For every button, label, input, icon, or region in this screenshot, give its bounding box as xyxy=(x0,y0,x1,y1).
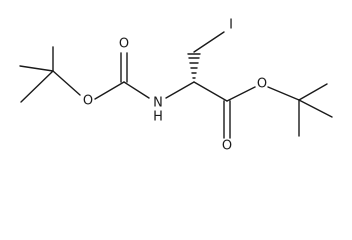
boc-carbonyl-oxygen-label: O xyxy=(119,37,129,52)
bond-left-quaternary-to-oxygen xyxy=(52,70,81,96)
bond-boc-carbonyl-to-nitrogen xyxy=(123,81,150,99)
bond-left-methyl-bottom xyxy=(20,70,54,103)
bond-layer xyxy=(19,31,333,139)
bond-ester-carbon-to-oxygen xyxy=(226,86,256,102)
atom-label-layer: I O O N H O O xyxy=(83,18,267,154)
ester-carbonyl-oxygen-label: O xyxy=(222,139,232,154)
bond-ester-oxygen-to-quaternary xyxy=(267,86,300,101)
bond-right-methyl-top xyxy=(298,83,328,101)
structure-canvas: I O O N H O O xyxy=(19,18,333,154)
bond-alpha-to-ester-carbon xyxy=(193,81,228,102)
bond-nitrogen-to-alpha-carbon xyxy=(165,81,195,99)
nitrogen-label: N xyxy=(153,96,163,111)
iodine-label: I xyxy=(229,18,233,33)
boc-ester-oxygen-label: O xyxy=(83,94,93,109)
bond-boc-oxygen-to-carbonyl xyxy=(94,81,125,100)
bond-left-methyl-left xyxy=(19,65,54,72)
nitrogen-hydrogen-label: H xyxy=(153,110,163,125)
tbu-ester-oxygen-label: O xyxy=(257,77,267,92)
hashed-stereo-bond xyxy=(187,53,201,79)
bond-right-methyl-right xyxy=(298,99,333,118)
bond-ch2-to-iodine xyxy=(193,31,225,53)
